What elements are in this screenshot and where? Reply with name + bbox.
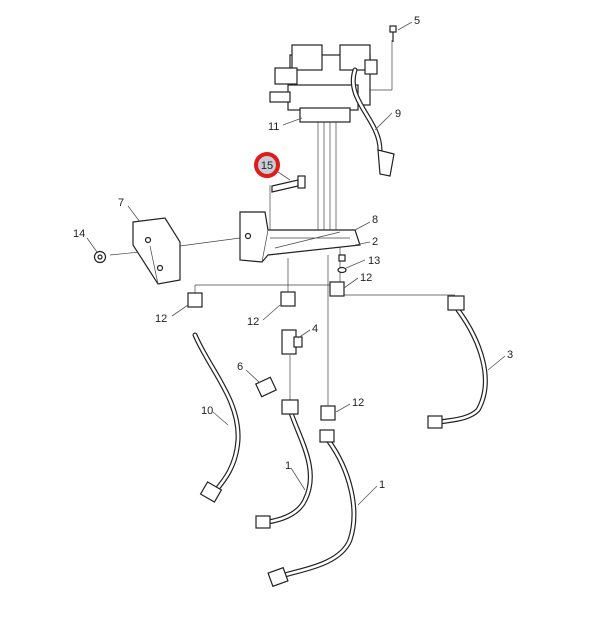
callout-4[interactable]: 4	[312, 323, 318, 335]
callout-6[interactable]: 6	[237, 361, 243, 373]
svg-text:15: 15	[261, 160, 273, 172]
bracket-8[interactable]	[239, 211, 361, 263]
callout-11[interactable]: 11	[268, 121, 279, 133]
callout-12-c[interactable]: 12	[360, 272, 372, 284]
callout-9[interactable]: 9	[395, 108, 401, 120]
callouts: 5 9 11 15 7 8 14 2 13 12 12 12 4 6 3 10 …	[73, 15, 513, 491]
washer-13[interactable]	[337, 254, 347, 274]
leader-lines	[86, 21, 506, 506]
callout-14[interactable]: 14	[73, 228, 85, 240]
callout-15-highlighted[interactable]: 15	[254, 152, 280, 178]
nut-14[interactable]	[93, 250, 107, 264]
callout-12-b[interactable]: 12	[247, 316, 259, 328]
fittings-12[interactable]	[187, 281, 345, 421]
plate-7[interactable]	[132, 217, 181, 285]
cable-9[interactable]	[350, 67, 395, 177]
callout-2[interactable]: 2	[372, 236, 378, 248]
valve-block[interactable]	[269, 44, 378, 123]
callout-1-right[interactable]: 1	[379, 479, 385, 491]
bolt-15[interactable]	[271, 175, 306, 193]
hose-1-left[interactable]	[255, 399, 313, 529]
callout-1-left[interactable]: 1	[285, 460, 291, 472]
callout-12-d[interactable]: 12	[352, 397, 364, 409]
callout-10[interactable]: 10	[201, 405, 213, 417]
callout-5[interactable]: 5	[414, 15, 420, 27]
callout-12-a[interactable]: 12	[155, 313, 167, 325]
plug-6[interactable]	[254, 376, 278, 398]
guide-lines	[109, 40, 455, 410]
callout-8[interactable]: 8	[372, 214, 378, 226]
hose-1-right[interactable]	[267, 429, 357, 588]
tee-fitting-4[interactable]	[281, 329, 303, 355]
hose-10[interactable]	[192, 332, 241, 503]
callout-13[interactable]: 13	[368, 255, 380, 267]
bolt-5[interactable]	[389, 25, 397, 42]
callout-3[interactable]: 3	[507, 349, 513, 361]
hose-3[interactable]	[427, 295, 488, 429]
callout-7[interactable]: 7	[118, 197, 124, 209]
